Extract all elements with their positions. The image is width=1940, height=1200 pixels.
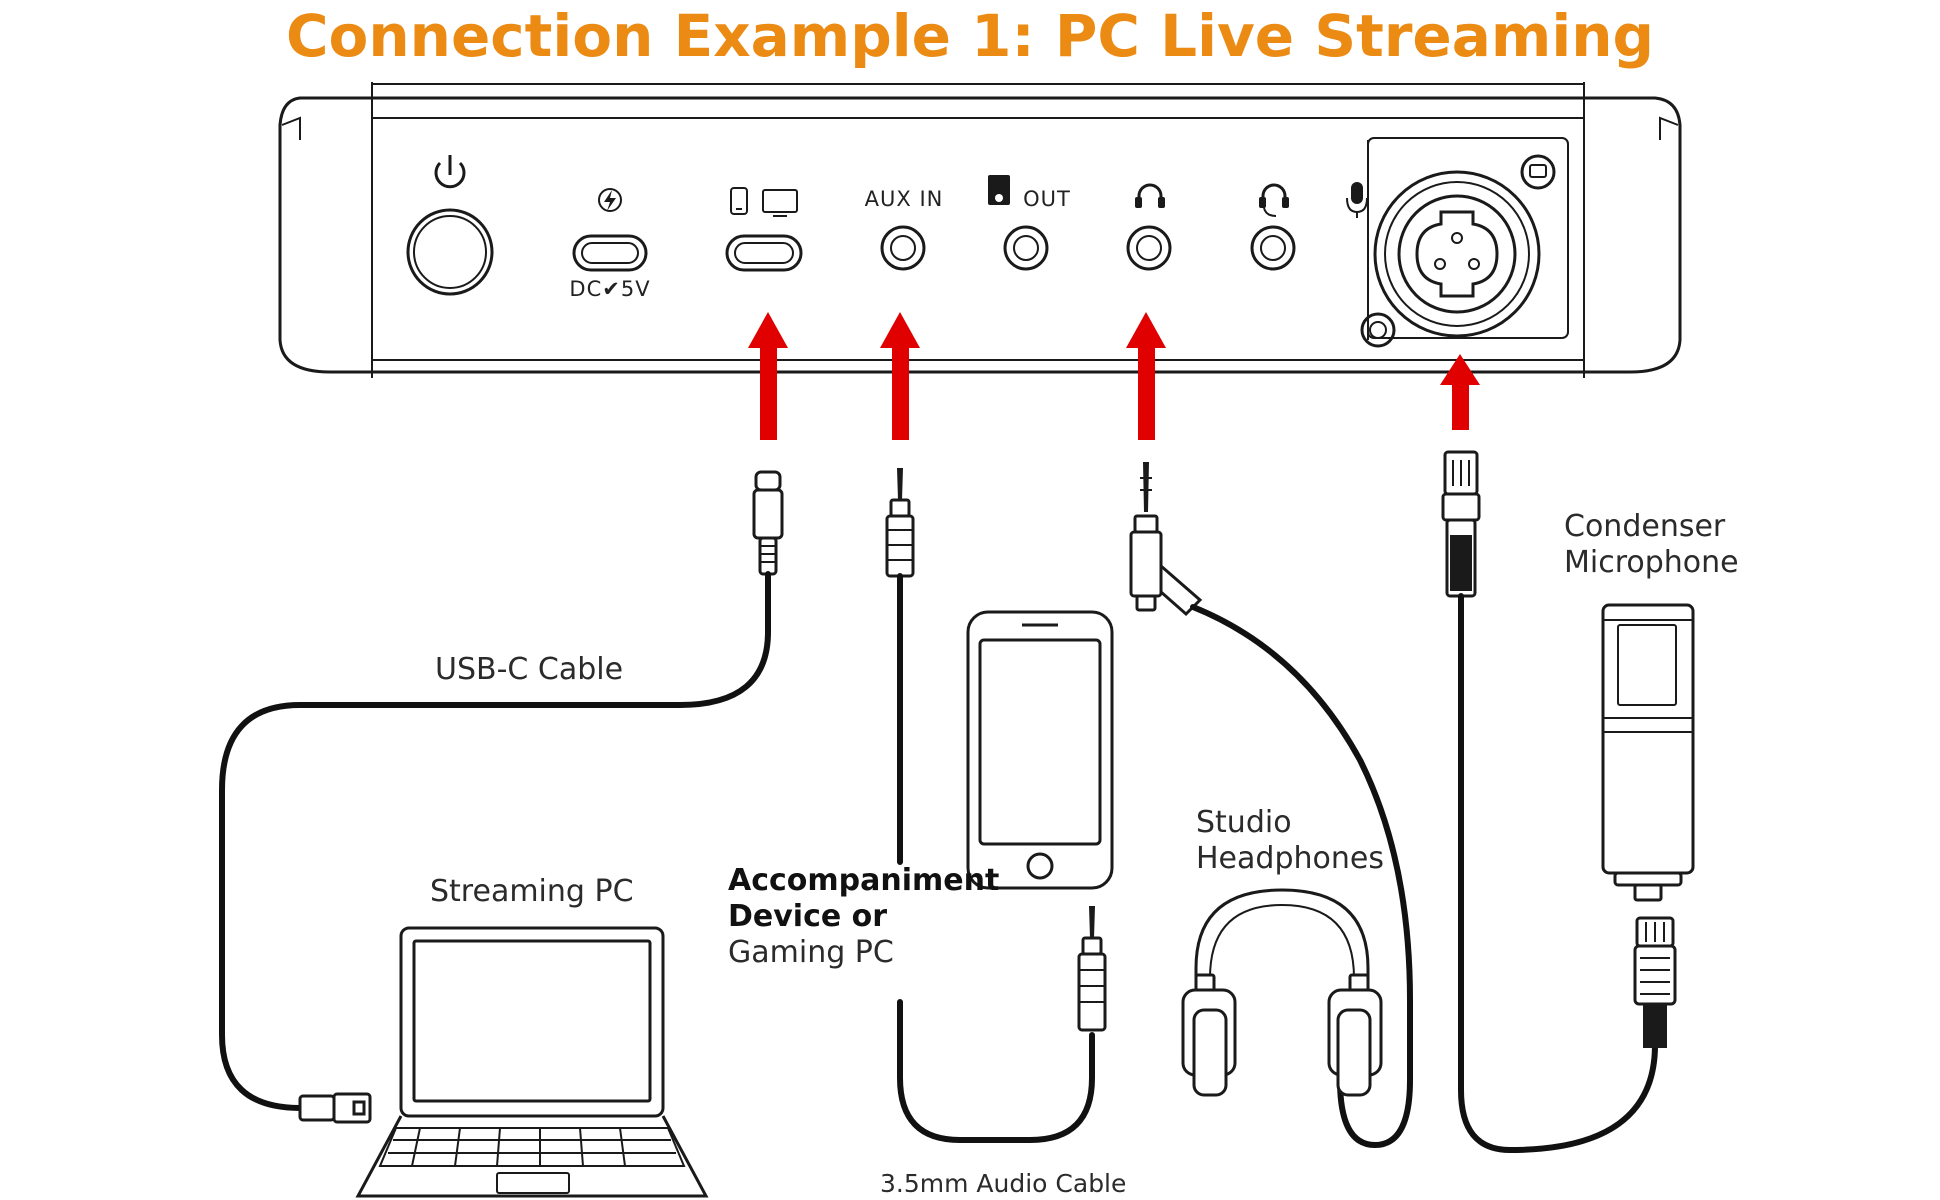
condenser-microphone-icon — [1601, 603, 1695, 902]
headphone-cable — [1190, 604, 1413, 1149]
xlr-plug-top — [1441, 450, 1481, 598]
arrow-mic — [1440, 354, 1480, 430]
headphone-icon — [1135, 183, 1165, 208]
headphone-plug — [1129, 462, 1203, 617]
smartphone-icon — [966, 610, 1114, 890]
audio-interface-device — [278, 82, 1682, 378]
audio-cable-label: 3.5mm Audio Cable — [880, 1169, 1126, 1198]
phone-icon — [730, 187, 748, 215]
microphone-icon — [1346, 182, 1368, 218]
xlr-combo-input — [1360, 137, 1569, 348]
microphone-label-line1: Condenser — [1564, 509, 1726, 544]
usb-c-cable — [219, 571, 771, 1111]
accompaniment-label-line3: Gaming PC — [728, 935, 894, 970]
arrow-headphone — [1126, 312, 1166, 440]
power-icon — [434, 155, 466, 189]
power-button — [406, 208, 494, 296]
usb-c-port — [725, 234, 803, 272]
streaming-pc-label: Streaming PC — [430, 874, 634, 909]
headphones-label-line1: Studio — [1196, 805, 1292, 840]
accompaniment-label-line1: Accompaniment — [728, 863, 999, 898]
accompaniment-label-line2: Device or — [728, 899, 887, 934]
out-label: OUT — [1023, 187, 1071, 211]
out-icon — [988, 175, 1010, 205]
usb-c-plug — [752, 470, 784, 576]
diagram-title: Connection Example 1: PC Live Streaming — [286, 2, 1654, 70]
xlr-cable — [1458, 593, 1658, 1154]
headphone-jack — [1126, 225, 1172, 271]
audio-cable — [897, 573, 1095, 1143]
laptop-icon — [355, 926, 709, 1198]
microphone-label-line2: Microphone — [1564, 545, 1739, 580]
arrow-aux — [880, 312, 920, 440]
usb-c-cable-label: USB-C Cable — [435, 652, 623, 687]
monitor-icon — [762, 189, 798, 217]
aux-in-jack — [880, 225, 926, 271]
headset-icon — [1259, 183, 1289, 217]
dc-label: DC✔5V — [569, 277, 650, 301]
headset-jack — [1250, 225, 1296, 271]
charging-icon — [598, 188, 622, 212]
headphones-label-line2: Headphones — [1196, 841, 1384, 876]
xlr-plug-bottom — [1633, 916, 1677, 1048]
arrow-usb — [748, 312, 788, 440]
aux-plug-bottom — [1077, 906, 1107, 1032]
out-jack — [1003, 225, 1049, 271]
dc-power-port — [572, 234, 648, 272]
aux-in-label: AUX IN — [865, 187, 944, 211]
studio-headphones-icon — [1181, 888, 1383, 1097]
aux-plug-top — [885, 468, 915, 578]
usb-a-plug — [298, 1092, 372, 1124]
